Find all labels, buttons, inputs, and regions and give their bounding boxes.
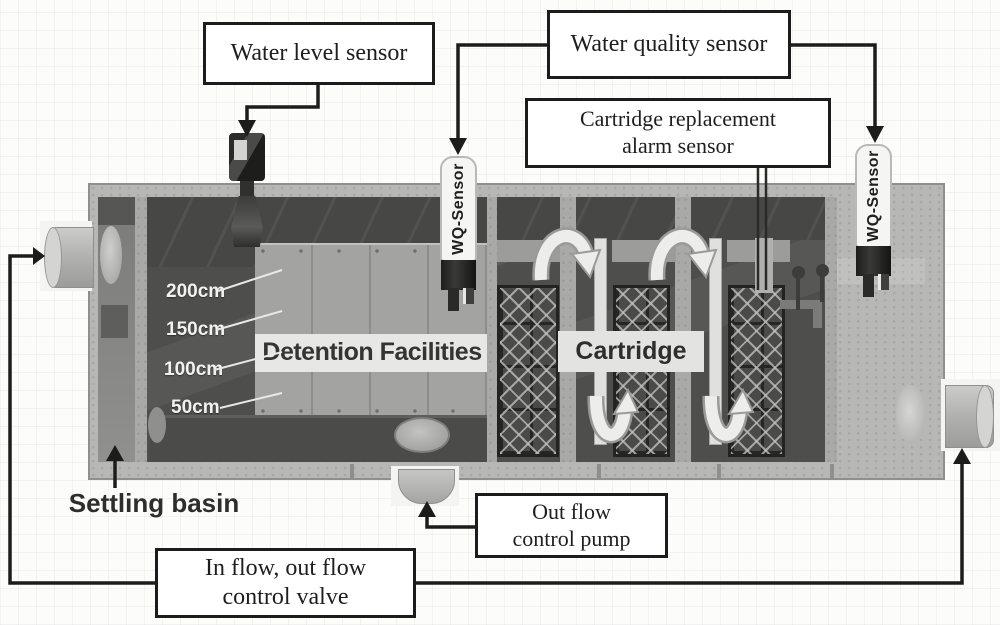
water-level-callout-line — [245, 85, 320, 124]
partition-wall — [825, 197, 837, 462]
basin-port — [148, 407, 166, 443]
cartridge-alarm-line2: alarm sensor — [622, 133, 734, 158]
wq-sensor-2-probe — [863, 274, 874, 297]
outflow-pump-callout: Out flow control pump — [475, 493, 668, 558]
partition-wall — [560, 197, 576, 462]
outlet-opening — [896, 385, 926, 443]
wq-sensor-1-cap — [441, 260, 476, 290]
riser-tube — [709, 238, 722, 445]
outflow-pipe-cap — [976, 385, 994, 448]
depth-mark-150cm: 150cm — [166, 319, 226, 340]
wq-sensor-2-badge: WQ-Sensor — [864, 150, 882, 242]
rim-joint — [830, 464, 834, 479]
alarm-pin-sensor — [816, 264, 829, 277]
wq-sensor-2-cap — [856, 246, 891, 276]
rim-joint — [597, 464, 601, 479]
alarm-pipe — [780, 300, 822, 309]
alarm-pin-sensor — [792, 266, 805, 279]
arrowhead-down — [449, 138, 467, 155]
depth-mark-50cm: 50cm — [171, 397, 220, 418]
wq-sensor-1-probe — [448, 288, 459, 311]
depth-mark-200cm: 200cm — [166, 281, 226, 302]
floor-drain — [394, 417, 450, 453]
partition-wall — [487, 197, 497, 462]
cartridge-alarm-callout: Cartridge replacement alarm sensor — [525, 98, 831, 168]
weir-strip — [497, 240, 560, 262]
water-quality-sensor-text: Water quality sensor — [570, 30, 768, 57]
alarm-pin-stem — [820, 276, 824, 302]
detention-facilities-label: Detention Facilities — [262, 338, 482, 366]
inflow-pipe-cap — [44, 227, 62, 288]
cartridge-label: Cartridge — [575, 337, 687, 365]
back-wall-above-water — [497, 197, 825, 240]
partition-wall — [675, 197, 691, 462]
outflow-pump-line1: Out flow — [532, 498, 611, 524]
weir-strip — [612, 240, 676, 262]
rim-joint — [350, 464, 354, 479]
water-level-sensor-text: Water level sensor — [230, 39, 408, 66]
wq-sensor-1-probe — [463, 288, 474, 304]
inlet-opening — [100, 226, 122, 284]
wq-sensor-1-badge: WQ-Sensor — [449, 163, 467, 255]
alarm-probe-mount — [755, 238, 773, 293]
water-level-sensor-neck — [240, 181, 254, 197]
water-quality-sensor-callout: Water quality sensor — [547, 10, 791, 79]
filter-cartridge-panel — [497, 285, 559, 457]
rim-joint — [717, 464, 721, 479]
depth-mark-100cm: 100cm — [164, 359, 224, 380]
water-quality-sensor-2: WQ-Sensor — [855, 144, 892, 248]
pump-callout-line — [425, 513, 475, 529]
alarm-pipe — [813, 300, 822, 328]
water-level-sensor-callout: Water level sensor — [203, 22, 435, 85]
water-quality-sensor-1: WQ-Sensor — [440, 156, 477, 262]
outflow-pump-line2: control pump — [512, 525, 631, 551]
sensor-glint — [234, 140, 247, 160]
wq-sensor-2-probe — [878, 274, 889, 290]
alarm-pin-stem — [796, 278, 800, 310]
cartridge-alarm-line1: Cartridge replacement — [579, 106, 777, 132]
filter-cartridge-panel — [728, 285, 785, 457]
valve-line1: In flow, out flow — [204, 554, 367, 581]
settling-basin-gate — [101, 305, 128, 338]
settling-basin-label: Settling basin — [68, 488, 240, 518]
valve-line2: control valve — [222, 584, 349, 610]
inflow-outflow-valve-callout: In flow, out flow control valve — [155, 548, 416, 618]
cartridge-label-band: Cartridge — [558, 331, 704, 372]
detention-label-band — [255, 334, 487, 372]
partition-wall — [135, 197, 147, 462]
